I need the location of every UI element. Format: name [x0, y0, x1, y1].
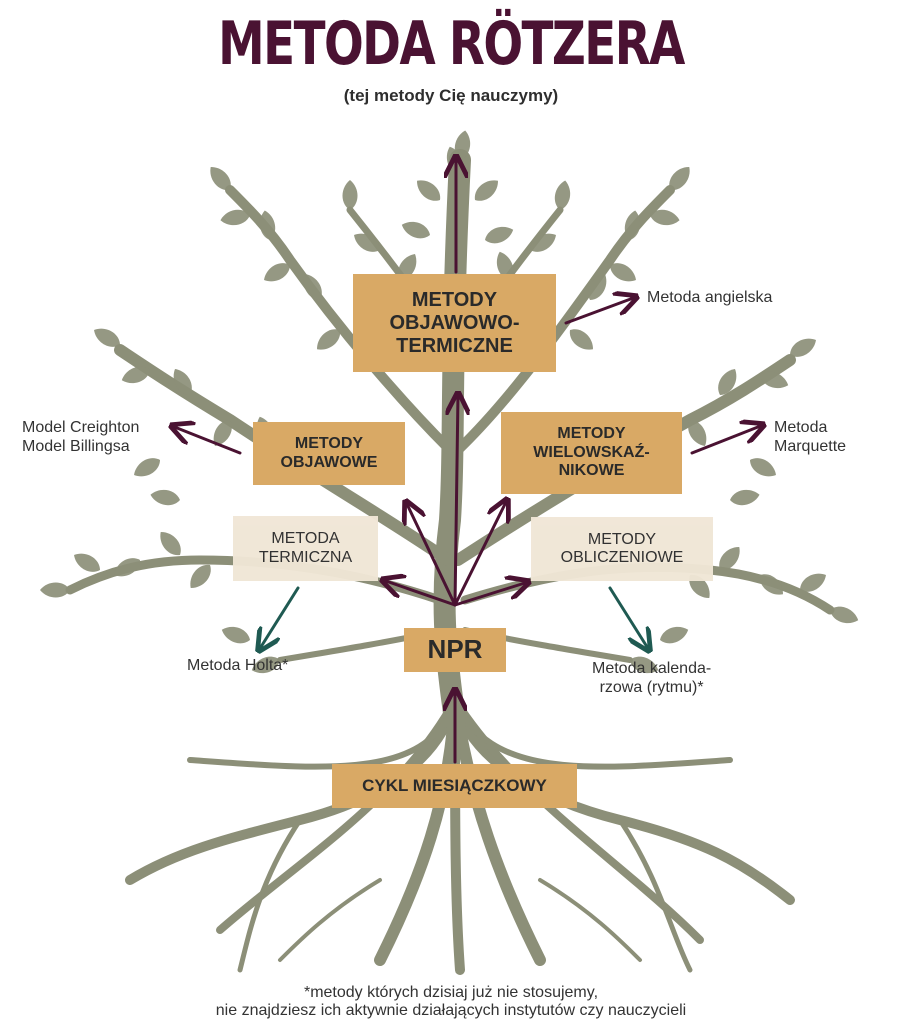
node-cykl-miesiaczkowy: CYKL MIESIĄCZKOWY: [332, 764, 577, 808]
leaf-angielska: Metoda angielska: [647, 289, 773, 306]
arrow-to-creighton: [172, 426, 242, 455]
tree-roots: [125, 694, 795, 975]
arrow-npr-to-termiczna: [383, 580, 457, 607]
obsolete-arrows: [259, 586, 649, 650]
main-arrows: [172, 157, 763, 764]
arrow-npr-to-wielowskaznikowe: [453, 500, 507, 607]
page-title: METODA RÖTZERA: [218, 9, 685, 79]
leaf-holta: Metoda Holta*: [187, 657, 289, 674]
leaf-kalendarzowa: Metoda kalenda- rzowa (rytmu)*: [592, 660, 712, 696]
node-obliczeniowe: METODY OBLICZENIOWE: [531, 517, 713, 581]
arrow-npr-to-objawowe: [406, 502, 457, 607]
footnote-line-2: nie znajdziesz ich aktywnie działających…: [215, 1002, 687, 1020]
leaf-creighton-billings: Model Creighton Model Billingsa: [22, 419, 140, 455]
node-objawowe: METODY OBJAWOWE: [253, 422, 405, 485]
node-objawowo-termiczne: METODY OBJAWOWO- TERMICZNE: [353, 274, 556, 372]
node-npr-label: NPR: [427, 634, 483, 665]
leaf-marquette: Metoda Marquette: [774, 419, 847, 455]
node-termiczna: METODA TERMICZNA: [233, 516, 378, 581]
arrow-to-holta: [259, 586, 300, 650]
arrow-to-kalendarzowa: [608, 586, 649, 650]
arrow-to-angielska: [564, 297, 636, 325]
page-subtitle: (tej metody Cię nauczymy): [343, 86, 559, 105]
node-obliczeniowe-label: METODY OBLICZENIOWE: [560, 530, 684, 566]
node-cykl-miesiaczkowy-label: CYKL MIESIĄCZKOWY: [362, 776, 547, 796]
footnote-line-1: *metody których dzisiaj już nie stosujem…: [303, 984, 599, 1001]
arrow-npr-to-objawowo-termiczne: [455, 394, 458, 607]
arrow-to-marquette: [690, 425, 763, 455]
footnote: *metody których dzisiaj już nie stosujem…: [0, 984, 902, 1021]
arrow-npr-to-obliczeniowe: [453, 582, 528, 607]
node-npr: NPR: [404, 628, 506, 672]
node-objawowe-label: METODY OBJAWOWE: [280, 435, 378, 471]
node-wielowskaznikowe-label: METODY WIELOWSKAŹ- NIKOWE: [533, 425, 650, 480]
node-wielowskaznikowe: METODY WIELOWSKAŹ- NIKOWE: [501, 412, 682, 494]
node-objawowo-termiczne-label: METODY OBJAWOWO- TERMICZNE: [389, 288, 520, 357]
node-termiczna-label: METODA TERMICZNA: [258, 530, 353, 566]
